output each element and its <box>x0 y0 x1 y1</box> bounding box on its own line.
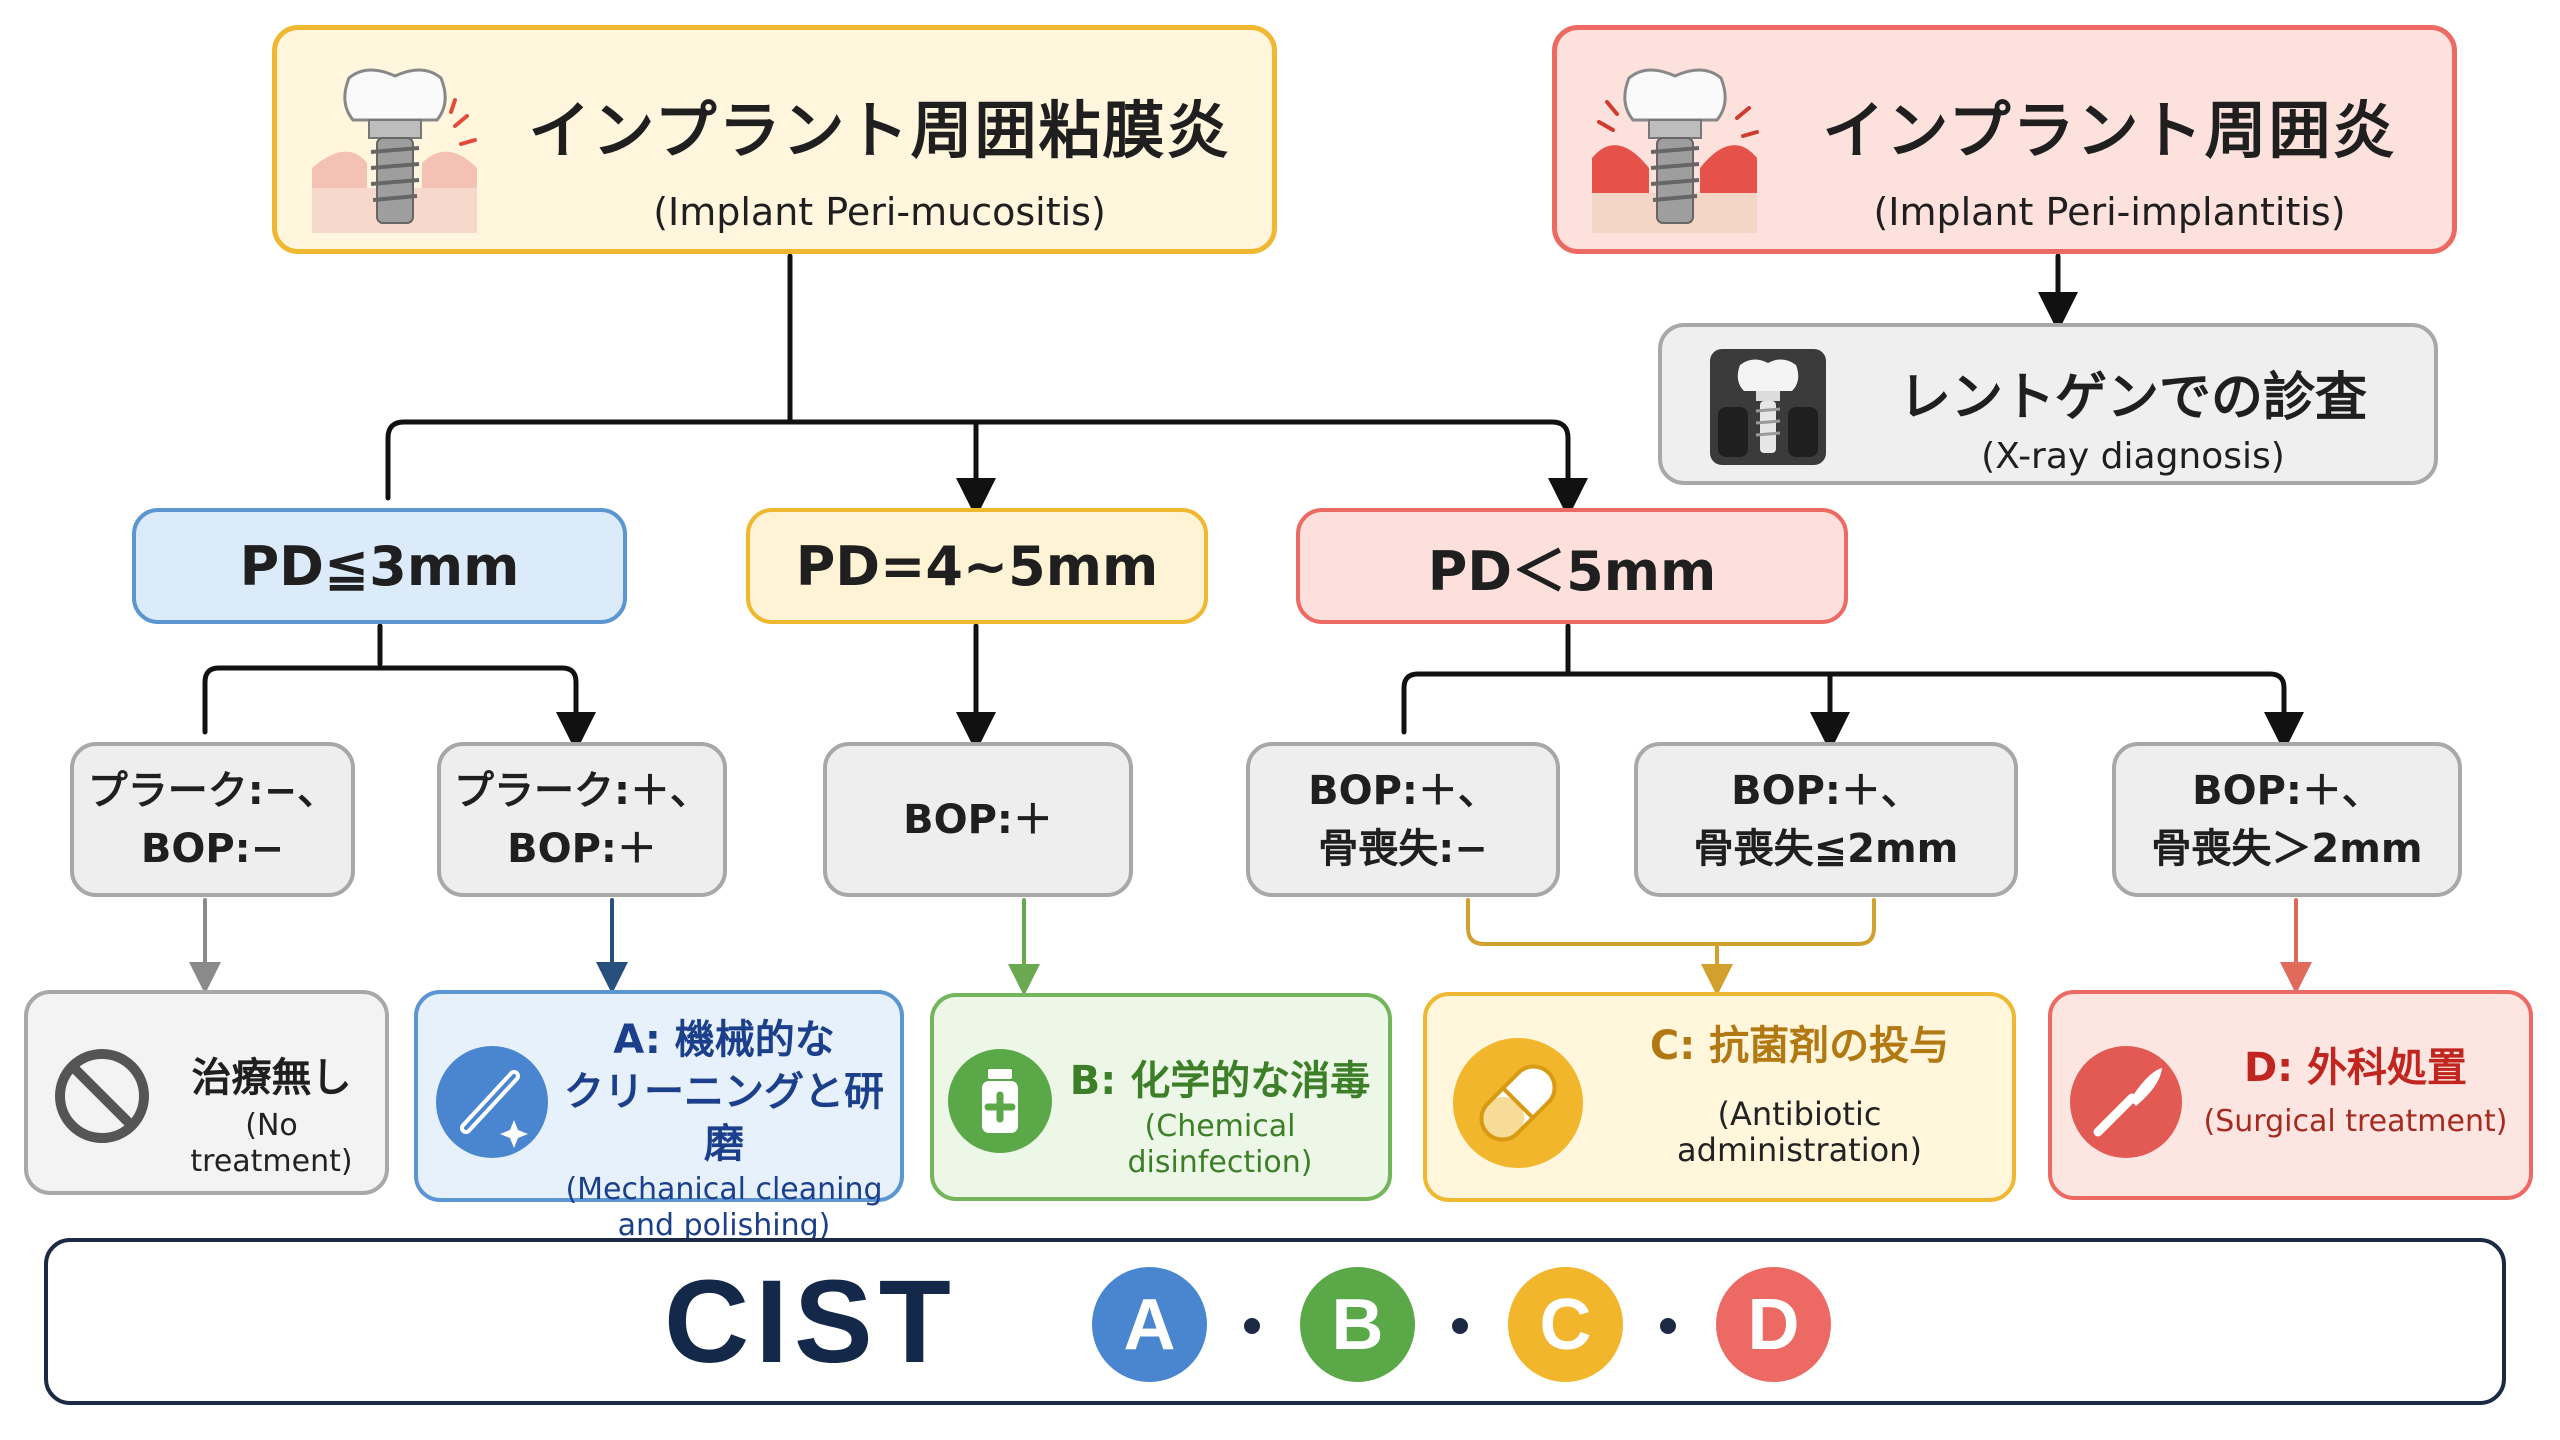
treatment-title: D: 外科処置 <box>2243 1045 2468 1091</box>
separator-dot <box>1244 1318 1260 1334</box>
treatment-b-chemical: B: 化学的な消毒 (Chemical disinfection) <box>930 993 1392 1201</box>
no-entry-icon <box>55 1049 149 1143</box>
treatment-subtitle: (No treatment) <box>190 1108 353 1179</box>
treatment-title: クリーニングと研磨 <box>564 1069 884 1167</box>
scalpel-icon <box>2070 1046 2182 1158</box>
cist-banner <box>44 1238 2506 1405</box>
treatment-title: A: 機械的な <box>613 1017 835 1063</box>
treatment-subtitle: (Chemical disinfection) <box>1127 1109 1313 1180</box>
scaler-sparkle-icon <box>436 1046 548 1158</box>
cist-badge-c: C <box>1508 1267 1623 1382</box>
treatment-subtitle: (Antibiotic <box>1717 1095 1882 1133</box>
cist-badge-d: D <box>1716 1267 1831 1382</box>
pd-3mm-or-less-node: PD≦3mm <box>132 508 627 624</box>
treatment-none: 治療無し (No treatment) <box>24 990 389 1195</box>
condition-line: BOP:− <box>140 825 285 872</box>
treatment-subtitle: and polishing) <box>617 1208 831 1243</box>
condition-node: BOP:＋、 骨喪失:− <box>1246 742 1560 897</box>
treatment-subtitle: (Mechanical cleaning <box>565 1172 883 1207</box>
xray-diagnosis-node: レントゲンでの診査 (X-ray diagnosis) <box>1658 323 2438 485</box>
treatment-title: 治療無し <box>191 1055 352 1101</box>
cist-title: CIST <box>664 1256 957 1388</box>
header-title-en: (Implant Peri-implantitis) <box>1873 190 2346 234</box>
pd-over-5mm-node: PD＜5mm <box>1296 508 1848 624</box>
implant-inflamed-gum-icon <box>312 68 477 233</box>
xray-implant-icon <box>1710 349 1826 465</box>
treatment-subtitle: (Surgical treatment) <box>2203 1104 2508 1139</box>
treatment-subtitle: administration) <box>1677 1131 1922 1169</box>
treatment-title: B: 化学的な消毒 <box>1069 1058 1371 1104</box>
condition-node: BOP:＋、 骨喪失＞2mm <box>2112 742 2462 897</box>
condition-line: BOP:＋ <box>903 796 1053 843</box>
condition-line: BOP:＋、 <box>2192 767 2382 814</box>
header-title-en: (Implant Peri-mucositis) <box>653 190 1106 234</box>
condition-line: 骨喪失:− <box>1318 825 1488 872</box>
pd-4-to-5mm-node: PD=4~5mm <box>746 508 1208 624</box>
capsule-icon <box>1453 1038 1583 1168</box>
condition-line: BOP:＋ <box>507 825 657 872</box>
xray-title-jp: レントゲンでの診査 <box>1898 368 2367 428</box>
condition-line: BOP:＋、 <box>1308 767 1498 814</box>
condition-line: BOP:＋、 <box>1731 767 1921 814</box>
implant-bone-loss-icon <box>1592 68 1759 233</box>
separator-dot <box>1452 1318 1468 1334</box>
xray-title-en: (X-ray diagnosis) <box>1981 436 2285 477</box>
treatment-a-mechanical: A: 機械的な クリーニングと研磨 (Mechanical cleaning a… <box>414 990 904 1243</box>
condition-line: 骨喪失＞2mm <box>2151 825 2423 872</box>
header-title-jp: インプラント周囲粘膜炎 <box>528 94 1231 167</box>
header-title-jp: インプラント周囲炎 <box>1822 94 2397 167</box>
condition-line: プラーク:−、 <box>87 767 338 814</box>
condition-node: プラーク:＋、 BOP:＋ <box>437 742 727 897</box>
treatment-c-antibiotic: C: 抗菌剤の投与 (Antibiotic administration) <box>1423 992 2016 1202</box>
header-peri-implantitis: インプラント周囲炎 (Implant Peri-implantitis) <box>1552 25 2457 254</box>
treatment-title: C: 抗菌剤の投与 <box>1649 1023 1950 1069</box>
condition-line: プラーク:＋、 <box>454 767 710 814</box>
condition-node: BOP:＋、 骨喪失≦2mm <box>1634 742 2018 897</box>
separator-dot <box>1660 1318 1676 1334</box>
header-peri-mucositis: インプラント周囲粘膜炎 (Implant Peri-mucositis) <box>272 25 1277 254</box>
treatment-d-surgical: D: 外科処置 (Surgical treatment) <box>2048 990 2533 1200</box>
condition-node: プラーク:−、 BOP:− <box>70 742 355 897</box>
cist-badge-b: B <box>1300 1267 1415 1382</box>
condition-line: 骨喪失≦2mm <box>1693 825 1959 872</box>
medicine-bottle-icon <box>948 1049 1052 1153</box>
condition-node: BOP:＋ <box>823 742 1133 897</box>
cist-badge-a: A <box>1092 1267 1207 1382</box>
